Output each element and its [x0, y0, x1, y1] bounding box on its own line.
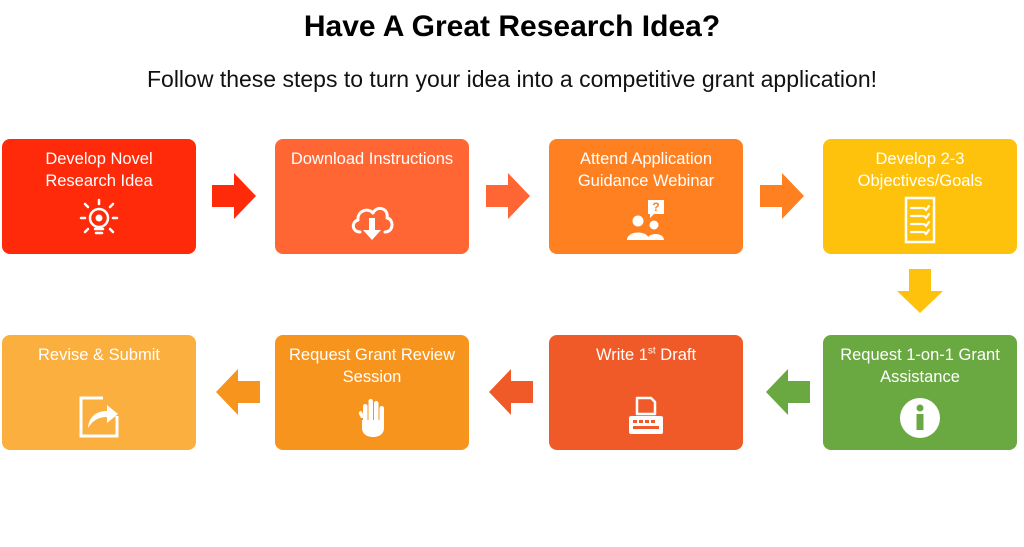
step-request-review: Request Grant Review Session — [275, 335, 469, 450]
step-label: Request 1-on-1 Grant Assistance — [840, 346, 1000, 386]
step-revise-submit: Revise & Submit — [2, 335, 196, 450]
step-attend-webinar: Attend Application Guidance Webinar ? — [549, 139, 743, 254]
webinar-question-icon: ? — [620, 194, 672, 246]
arrow-right-2 — [486, 173, 530, 219]
svg-text:?: ? — [652, 200, 659, 214]
arrow-left-3 — [216, 369, 260, 415]
step-label: Download Instructions — [290, 150, 454, 168]
arrow-right-1 — [212, 173, 256, 219]
step-write-draft: Write 1st Draft — [549, 335, 743, 450]
step-develop-objectives: Develop 2-3 Objectives/Goals — [823, 139, 1017, 254]
info-icon — [894, 390, 946, 442]
hand-icon — [346, 390, 398, 442]
lightbulb-icon — [73, 194, 125, 246]
step-label: Request Grant Review Session — [289, 346, 455, 386]
arrow-left-2 — [489, 369, 533, 415]
cloud-download-icon — [346, 194, 398, 246]
step-label: Revise & Submit — [38, 346, 160, 364]
checklist-icon — [894, 194, 946, 246]
arrow-right-3 — [760, 173, 804, 219]
step-develop-idea: Develop Novel Research Idea — [2, 139, 196, 254]
arrow-down — [897, 269, 943, 313]
page-subtitle: Follow these steps to turn your idea int… — [146, 66, 877, 92]
step-label: Attend Application Guidance Webinar — [577, 150, 715, 190]
page-title: Have A Great Research Idea? — [303, 10, 721, 43]
step-label: Write 1st Draft — [595, 345, 697, 364]
step-label: Develop Novel Research Idea — [45, 150, 153, 190]
arrow-left-1 — [766, 369, 810, 415]
step-label: Develop 2-3 Objectives/Goals — [857, 150, 983, 190]
step-download-instructions: Download Instructions — [275, 139, 469, 254]
step-request-assistance: Request 1-on-1 Grant Assistance — [823, 335, 1017, 450]
typewriter-icon — [620, 390, 672, 442]
share-icon — [73, 390, 125, 442]
